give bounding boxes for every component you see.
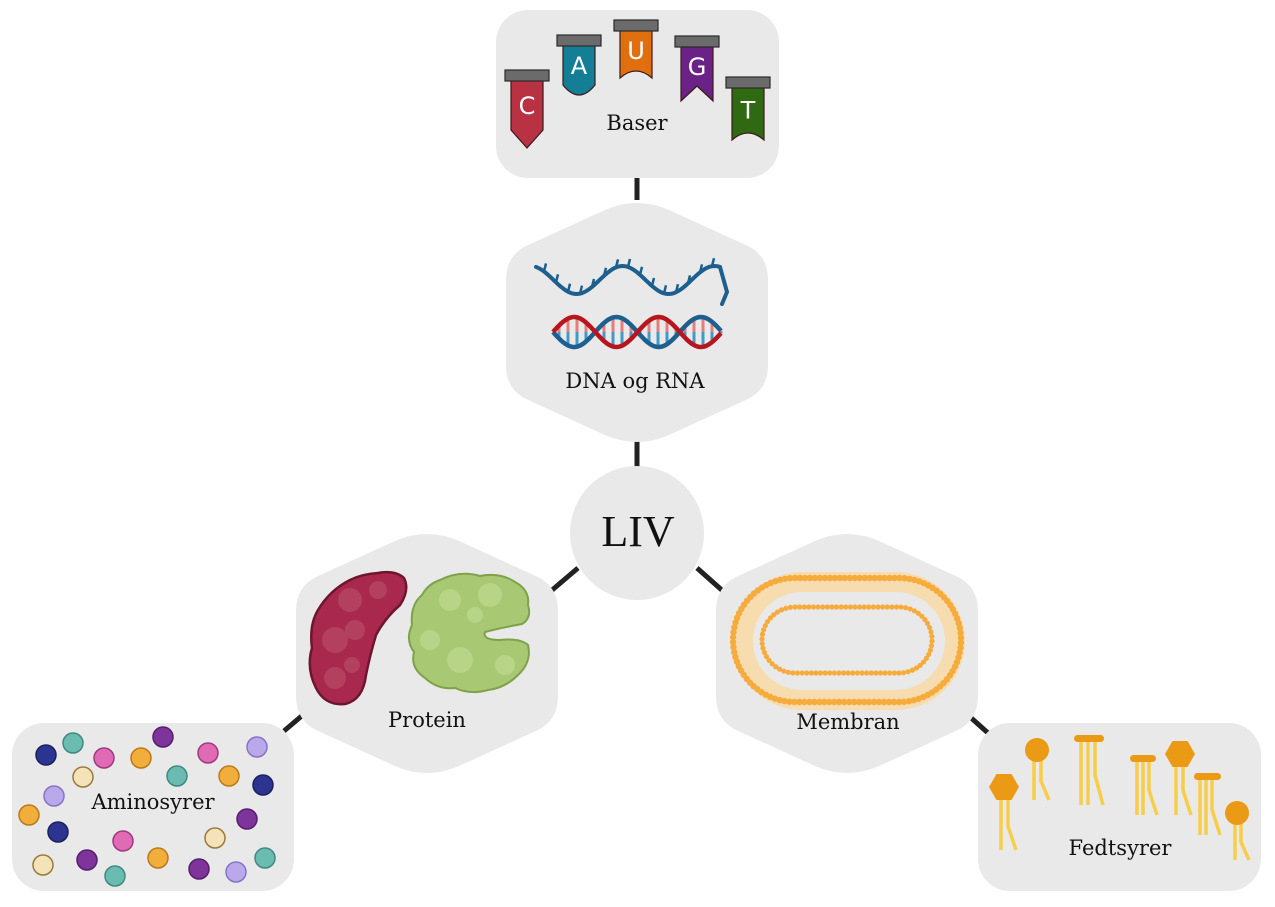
amino-acid-dot [18,804,40,826]
lipid-bilayer-icon [729,572,965,710]
rna-strand-icon [534,257,730,306]
amino-acid-dot [166,765,188,787]
fatty-acid-molecules-icon [989,735,1251,861]
connector-center-membran [695,566,726,594]
baser-label: Baser [606,111,668,135]
amino-acid-dot [246,736,268,758]
membran-node[interactable] [716,534,978,773]
protein-green-icon [408,572,531,694]
amino-acid-dot [254,847,276,869]
amino-acid-dot [47,821,69,843]
dna-double-helix-icon [551,314,723,350]
amino-acid-dot [93,747,115,769]
amino-acid-dot [76,849,98,871]
amino-acid-dot [62,732,84,754]
dna-og-rna-node[interactable] [506,203,768,442]
protein-red-icon [308,570,408,706]
base-tag [731,86,765,142]
base-cap [504,69,550,82]
aminosyrer-label: Aminosyrer [91,790,215,814]
amino-acid-dot [252,774,274,796]
amino-acid-dot [197,742,219,764]
base-u-icon: U [613,19,659,80]
base-letter: T [740,97,756,125]
dna-og-rna-label: DNA og RNA [565,369,705,393]
base-cap [556,34,602,47]
amino-acid-dot [188,858,210,880]
amino-acid-dot [225,861,247,883]
amino-acid-dot [147,847,169,869]
amino-acid-dot [72,766,94,788]
membran-label: Membran [796,710,900,734]
amino-acid-dot [236,808,258,830]
protein-label: Protein [388,708,466,732]
amino-acid-dot [32,854,54,876]
base-g-icon: G [674,35,720,103]
amino-acid-dot [104,865,126,887]
amino-acid-dot [130,747,152,769]
bases-group: C A U G T [504,19,771,149]
base-cap [674,35,720,48]
liv-center-label: LIV [601,507,675,556]
base-cap [613,19,659,32]
base-t-icon: T [725,76,771,142]
base-tag [562,44,596,96]
amino-acid-molecules-icon [18,726,276,887]
amino-acid-dot [204,827,226,849]
connector-center-protein [549,566,580,593]
base-letter: A [571,52,588,80]
aminosyrer-node[interactable] [12,723,294,891]
base-letter: G [688,53,707,81]
fedtsyrer-node[interactable] [978,723,1261,891]
amino-acid-dot [152,726,174,748]
base-tag [619,29,653,80]
base-letter: C [519,92,536,120]
base-letter: U [627,37,645,65]
liv-center-node[interactable] [570,466,704,600]
connector-protein-aminosyrer [282,712,306,733]
base-cap [725,76,771,89]
fedtsyrer-label: Fedtsyrer [1068,836,1172,860]
amino-acid-dot [112,830,134,852]
base-c-icon: C [504,69,550,149]
connector-membran-fedtsyrer [967,714,990,735]
amino-acid-dot [43,785,65,807]
base-a-icon: A [556,34,602,96]
amino-acid-dot [35,744,57,766]
amino-acid-dot [218,765,240,787]
